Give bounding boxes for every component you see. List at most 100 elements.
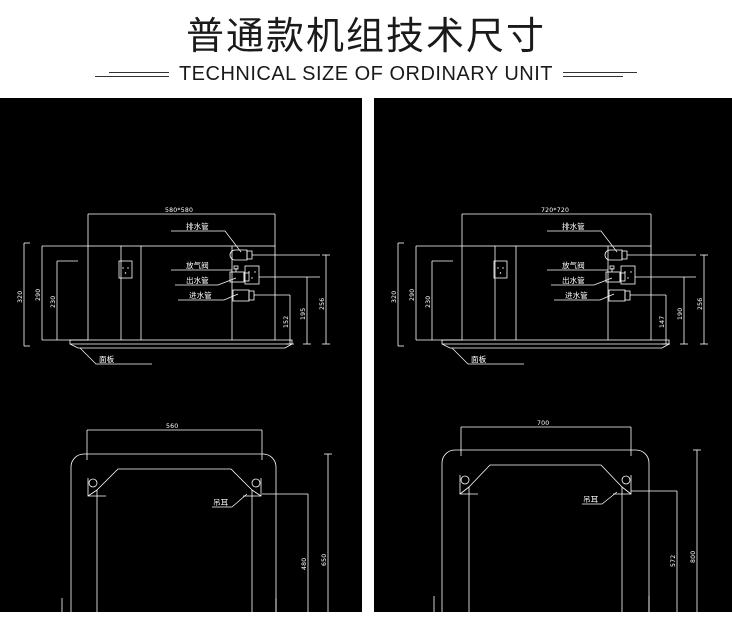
drawing-panel-left: 580*580 (0, 98, 362, 612)
callout-drain-pipe-r: 排水管 (547, 221, 618, 253)
dim-label-overall-width: 580*580 (165, 207, 193, 214)
callout-label-outlet-pipe: 出水管 (186, 275, 209, 285)
callout-air-vent-valve: 放气阀 (171, 260, 232, 271)
callout-outlet-pipe: 出水管 (175, 275, 237, 286)
inlet-pipe-nozzle (232, 289, 290, 302)
plan-dim-right-inner: 480 (262, 493, 309, 612)
unit-body-outline (87, 245, 276, 341)
plan-view-left: 560 (61, 423, 332, 612)
page-title-cn: 普通款机组技术尺寸 (185, 14, 546, 58)
plan-dim-right-inner-r: 572 (631, 490, 678, 612)
drawing-left-svg-wrap: 580*580 (0, 98, 362, 612)
page-title-en: TECHNICAL SIZE OF ORDINARY UNIT (178, 63, 554, 85)
callout-label-outlet-pipe-r: 出水管 (562, 275, 585, 285)
dim-label-right-190-r: 190 (677, 308, 684, 320)
subtitle-rule-left-icon (94, 71, 169, 78)
plan-dim-top-r: 700 (460, 420, 632, 456)
dim-left-230: 230 (50, 260, 78, 340)
control-box (118, 260, 133, 279)
subtitle-rule-right-icon (563, 71, 638, 78)
callout-air-vent-valve-r: 放气阀 (547, 260, 608, 271)
callout-label-inlet-pipe: 进水管 (189, 290, 212, 300)
control-box-r (493, 260, 508, 279)
dim-label-left-320-r: 320 (391, 291, 398, 303)
elevation-view-left: 580*580 (17, 207, 330, 365)
dim-left-320-r: 320 (391, 242, 404, 347)
dim-right-256: 256 (319, 254, 330, 345)
callout-inlet-pipe: 进水管 (178, 290, 239, 301)
dim-label-left-320: 320 (17, 291, 24, 303)
plan-outer-panel-r (441, 449, 650, 612)
air-vent-valve-nozzle (229, 265, 320, 283)
callout-inlet-pipe-r: 进水管 (554, 290, 615, 301)
plan-inner-octagon (96, 468, 253, 612)
plan-inner-octagon-r (468, 464, 623, 612)
dim-right-190-r: 190 (677, 277, 688, 345)
dim-label-right-256-r: 256 (697, 298, 704, 310)
callout-drain-pipe: 排水管 (171, 221, 242, 253)
lifting-lug-top-right-r (613, 475, 632, 495)
dim-label-right-195: 195 (300, 308, 307, 320)
drain-pipe-nozzle (229, 249, 320, 261)
lifting-lug-top-right (243, 478, 262, 497)
plan-dim-label-right-outer-r: 800 (690, 551, 697, 563)
dim-label-right-152: 152 (283, 316, 290, 328)
plan-dim-bottom-r: 800 (433, 596, 650, 612)
dim-overall-width-r: 720*720 (461, 207, 652, 246)
subtitle-row: TECHNICAL SIZE OF ORDINARY UNIT (0, 60, 732, 88)
plan-dim-label-top-r: 700 (537, 420, 549, 427)
callout-label-face-panel-r: 面板 (471, 354, 487, 364)
dim-left-320: 320 (17, 242, 30, 347)
plan-dim-right-outer: 650 (321, 453, 332, 612)
dim-right-152: 152 (283, 295, 294, 345)
callout-label-air-vent-valve-r: 放气阀 (562, 260, 585, 270)
plan-dim-label-top: 560 (166, 423, 178, 430)
dim-left-290-r: 290 (409, 245, 462, 341)
dim-label-left-290-r: 290 (409, 289, 416, 301)
face-panel-outline-r (441, 339, 670, 349)
plan-callout-lifting-lug-r: 吊耳 (582, 491, 618, 505)
plan-outer-panel (70, 453, 277, 612)
lifting-lug-top-left-r (459, 475, 478, 495)
lifting-lug-top-left (87, 478, 106, 497)
plan-dim-bottom: 650 (61, 598, 277, 612)
callout-label-drain-pipe: 排水管 (186, 221, 209, 231)
dim-label-overall-width-r: 720*720 (541, 207, 569, 214)
callout-label-inlet-pipe-r: 进水管 (565, 290, 588, 300)
dim-right-195: 195 (300, 277, 311, 345)
face-panel-outline (69, 339, 293, 349)
callout-face-panel-r: 面板 (451, 347, 524, 365)
elevation-view-right: 720*720 (391, 207, 708, 365)
dim-right-147-r: 147 (659, 295, 670, 345)
plan-callout-label-lifting-lug: 吊耳 (213, 498, 229, 507)
callout-label-face-panel: 面板 (99, 354, 115, 364)
page-header: 普通款机组技术尺寸 TECHNICAL SIZE OF ORDINARY UNI… (0, 0, 732, 98)
dim-label-right-147-r: 147 (659, 316, 666, 328)
callout-label-drain-pipe-r: 排水管 (562, 221, 585, 231)
plan-view-right: 700 (433, 420, 701, 612)
air-vent-valve-nozzle-r (605, 265, 696, 283)
connection-box-r (620, 265, 636, 285)
plan-dim-label-right-inner: 480 (301, 558, 308, 570)
dim-label-right-256: 256 (319, 298, 326, 310)
callout-outlet-pipe-r: 出水管 (551, 275, 613, 286)
drawing-panel-right: 720*720 (374, 98, 732, 612)
technical-drawing-right: 720*720 (391, 207, 708, 612)
plan-callout-label-lifting-lug-r: 吊耳 (583, 495, 599, 504)
plan-callout-lifting-lug: 吊耳 (212, 493, 248, 508)
dim-overall-width: 580*580 (87, 207, 276, 246)
drawing-right-svg-wrap: 720*720 (374, 98, 732, 612)
plan-dim-top: 560 (86, 423, 263, 460)
technical-drawing-left: 580*580 (17, 207, 332, 612)
callout-face-panel: 面板 (79, 347, 152, 365)
connection-box (244, 265, 260, 285)
dim-label-left-230: 230 (50, 296, 57, 308)
inlet-pipe-nozzle-r (608, 289, 666, 302)
plan-dim-label-right-inner-r: 572 (670, 555, 677, 567)
unit-body-outline-r (461, 245, 652, 341)
drain-pipe-nozzle-r (604, 249, 696, 261)
callout-label-air-vent-valve: 放气阀 (186, 260, 209, 270)
dim-left-230-r: 230 (425, 260, 453, 340)
dim-left-290: 290 (35, 245, 88, 341)
